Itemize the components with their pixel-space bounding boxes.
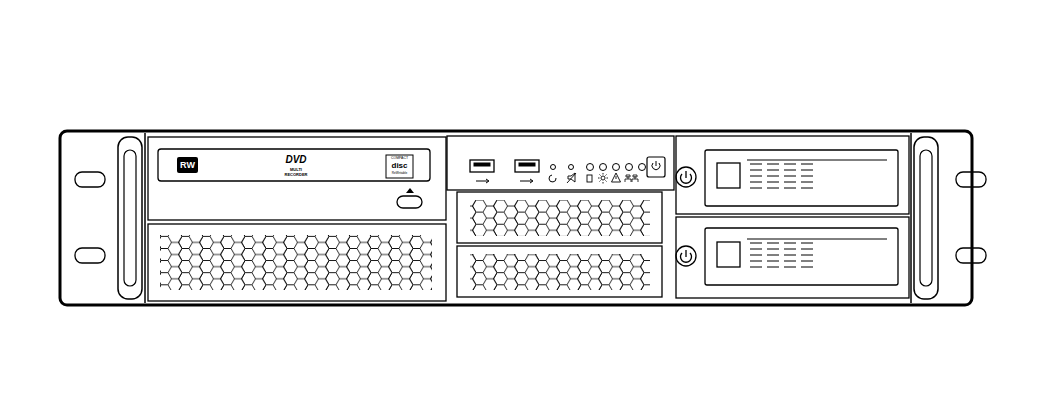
optical-drive-bay <box>148 137 446 220</box>
logo-text: ReWritable <box>392 172 408 175</box>
logo-text: RECORDER <box>285 173 308 177</box>
logo-text: DVD <box>285 155 306 165</box>
control-panel <box>447 136 674 190</box>
logo-text: COMPACT <box>391 157 408 161</box>
chassis <box>60 131 972 305</box>
handle <box>118 137 142 299</box>
logo-text: RW <box>180 161 195 170</box>
handle <box>914 137 938 299</box>
logo-text: disc <box>391 162 407 170</box>
logo-text: MULTI <box>290 168 302 172</box>
